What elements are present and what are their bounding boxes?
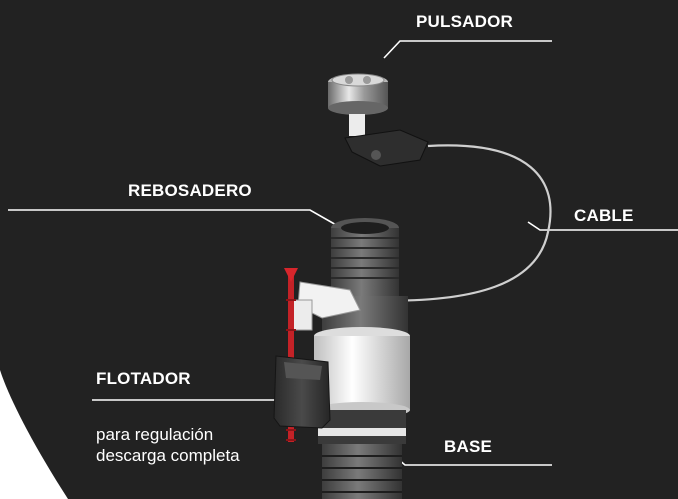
pulsador-label: PULSADOR bbox=[416, 12, 513, 31]
pulsador-leader bbox=[383, 40, 552, 59]
cable-line bbox=[359, 144, 552, 302]
valve-body bbox=[291, 218, 410, 499]
cable-leader bbox=[527, 221, 678, 231]
flotador-description-line1: para regulación bbox=[96, 425, 214, 444]
base-label: BASE bbox=[444, 437, 493, 456]
rebosadero-leader bbox=[8, 209, 339, 227]
rebosadero-label: REBOSADERO bbox=[128, 181, 252, 200]
flotador-label: FLOTADOR bbox=[96, 369, 191, 388]
pulsador-part bbox=[328, 73, 429, 167]
cable-label: CABLE bbox=[574, 206, 634, 225]
flotador-description-line2: descarga completa bbox=[96, 446, 240, 465]
flotador-part bbox=[273, 355, 331, 429]
red-adjustment-rod bbox=[284, 268, 298, 442]
